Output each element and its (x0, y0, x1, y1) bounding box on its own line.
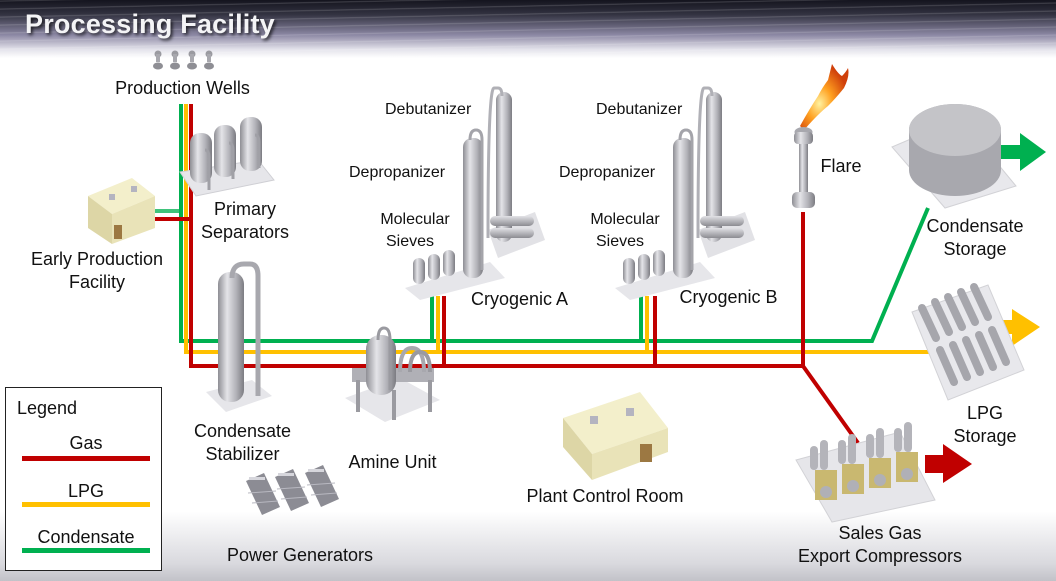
cryo-a-debutanizer-label: Debutanizer (385, 101, 472, 118)
legend-condensate-swatch (22, 548, 150, 553)
flame-icon (800, 64, 849, 130)
early-production-facility-label: Early Production Facility (30, 249, 164, 292)
production-wells-label: Production Wells (115, 78, 250, 98)
legend-condensate-label: Condensate (37, 527, 135, 547)
amine-unit-label: Amine Unit (348, 452, 437, 472)
legend-lpg-label: LPG (67, 481, 105, 501)
lpg-storage-label: LPG Storage (953, 403, 1017, 446)
legend: Legend Gas LPG Condensate (5, 387, 162, 571)
cryogenic-a-icon (405, 86, 545, 300)
cryo-b-molecular-sieves-label: Molecular Sieves (590, 211, 660, 250)
condensate-stabilizer-icon (206, 261, 272, 412)
sales-gas-export-compressors-label: Sales Gas Export Compressors (797, 523, 963, 566)
pipes (152, 104, 1000, 445)
cryo-a-molecular-sieves-label: Molecular Sieves (380, 211, 450, 250)
flare-label: Flare (820, 156, 862, 176)
power-generators-icon (246, 465, 339, 515)
condensate-pipe-main (179, 104, 930, 343)
primary-separators-label: Primary Separators (200, 199, 290, 242)
condensate-storage-label: Condensate Storage (926, 216, 1024, 259)
primary-separators-icon (179, 117, 275, 197)
sales-gas-export-compressors-icon (795, 422, 936, 523)
power-generators-label: Power Generators (226, 545, 374, 565)
legend-lpg-swatch (22, 502, 150, 507)
lpg-export-arrow (985, 309, 1040, 346)
plant-control-room-icon (563, 392, 668, 480)
lpg-storage-icon (911, 283, 1025, 401)
gas-export-arrow (925, 444, 972, 483)
page-title: Processing Facility (25, 9, 275, 39)
cryo-b-debutanizer-label: Debutanizer (596, 101, 683, 118)
legend-gas-swatch (22, 456, 150, 461)
gas-pipe-main (189, 104, 803, 368)
early-production-facility-icon (88, 178, 155, 244)
title-bar: Processing Facility (0, 0, 1056, 58)
flare-icon (792, 64, 849, 208)
cryo-a-depropanizer-label: Depropanizer (349, 164, 446, 181)
condensate-stabilizer-label: Condensate Stabilizer (193, 421, 292, 464)
condensate-export-arrow (995, 133, 1046, 171)
amine-unit-icon (345, 326, 440, 422)
condensate-storage-icon (891, 104, 1017, 209)
cryogenic-b-label: Cryogenic B (679, 287, 778, 307)
lpg-pipe-main (184, 104, 1000, 354)
legend-gas-label: Gas (69, 433, 103, 453)
gas-pipe-compressors (801, 364, 860, 445)
cryo-b-depropanizer-label: Depropanizer (559, 164, 656, 181)
plant-control-room-label: Plant Control Room (526, 486, 684, 506)
cryogenic-a-label: Cryogenic A (470, 289, 569, 309)
production-wells-icon (153, 50, 214, 70)
legend-title: Legend (17, 398, 78, 418)
cryogenic-b-icon (615, 86, 755, 300)
